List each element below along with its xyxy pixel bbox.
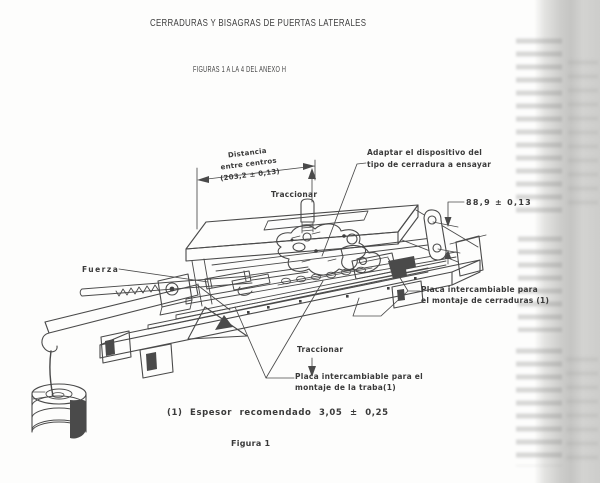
rod-fitting xyxy=(300,198,315,242)
label-placa-traba: Placa intercambiable para el montaje de … xyxy=(295,371,423,393)
label-placa-traba-line1: Placa intercambiable para el xyxy=(295,372,423,381)
page-edge-shadow xyxy=(534,0,600,483)
bolt-dots xyxy=(247,277,417,314)
weight-stack xyxy=(31,350,87,439)
label-adaptar-line2: tipo de cerradura a ensayar xyxy=(367,160,492,169)
label-placa-cerraduras: Placa intercambiable para el montaje de … xyxy=(421,285,549,306)
label-adaptar: Adaptar el dispositivo del tipo de cerra… xyxy=(367,147,491,171)
figure-caption: Figura 1 xyxy=(231,439,271,448)
label-dim-88: 88,9 ± 0,13 xyxy=(466,198,533,207)
label-placa-cerraduras-line1: Placa intercambiable para xyxy=(421,285,538,294)
footnote: (1) Espesor recomendado 3,05 ± 0,25 xyxy=(167,408,389,418)
link-plate xyxy=(423,209,447,261)
pull-rod xyxy=(79,266,309,297)
page-title: CERRADURAS Y BISAGRAS DE PUERTAS LATERAL… xyxy=(150,17,367,29)
label-placa-traba-line2: montaje de la traba(1) xyxy=(295,383,396,392)
bleed-through-text xyxy=(518,232,562,332)
gusset-bracket xyxy=(187,281,248,340)
bleed-through-text xyxy=(566,352,598,462)
lock-mechanism xyxy=(231,223,416,296)
page-subtitle: FIGURAS 1 A LA 4 DEL ANEXO H xyxy=(193,64,287,74)
bleed-through-text xyxy=(568,55,598,205)
label-fuerza: Fuerza xyxy=(82,265,120,274)
right-end-bracket xyxy=(449,234,487,277)
base-platform xyxy=(99,251,481,379)
bleed-through-text xyxy=(516,344,562,466)
linkage-chain xyxy=(277,266,373,286)
label-adaptar-line1: Adaptar el dispositivo del xyxy=(367,148,483,157)
dimension-lines xyxy=(118,159,465,379)
bleed-through-text xyxy=(516,34,562,214)
label-placa-cerraduras-line2: el montaje de cerraduras (1) xyxy=(421,295,550,305)
label-traccionar-top: Traccionar xyxy=(271,190,318,199)
label-traccionar-bottom: Traccionar xyxy=(297,345,344,354)
